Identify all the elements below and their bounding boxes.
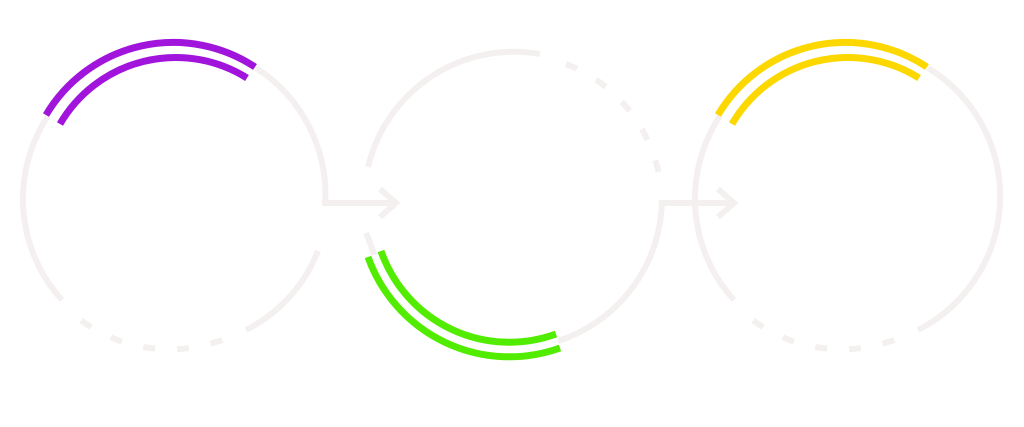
step-3-node (691, 38, 1004, 353)
step-3-ring-dashed-arc (748, 315, 896, 353)
step-1-accent-outer-arc (42, 38, 257, 117)
step-1-ring-arc (254, 65, 329, 206)
step-2-node (363, 48, 665, 361)
step-3-ring-arc (691, 114, 737, 303)
step-2-ring-arc (365, 48, 541, 168)
step-2-accent-inner-arc (377, 249, 558, 346)
step-1-node (19, 38, 329, 353)
step-1-accent-inner-arc (56, 53, 249, 126)
step-3-accent-inner-arc (728, 53, 921, 126)
arrow-right-icon (378, 186, 401, 220)
step-2-ring-dashed-arc (564, 61, 663, 181)
step-3-ring-arc (916, 65, 1004, 333)
step-3-accent-outer-arc (714, 38, 929, 117)
connector-1-2 (322, 186, 401, 220)
arrow-right-icon (716, 186, 739, 220)
step-1-ring-arc (244, 249, 321, 333)
step-1-ring-arc (19, 114, 65, 303)
step-2-ring-arc (363, 231, 377, 256)
step-2-accent-outer-arc (364, 255, 562, 361)
step-1-ring-dashed-arc (76, 315, 224, 353)
connector-2-3 (662, 186, 739, 220)
step-2-ring-arc (557, 199, 665, 344)
